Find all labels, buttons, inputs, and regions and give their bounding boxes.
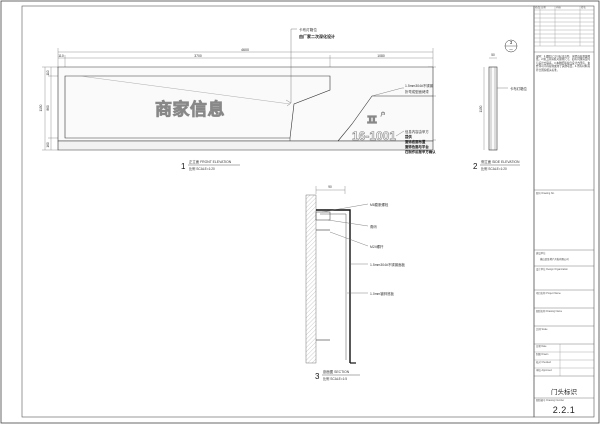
front-title-scale: 比例 SCALE=1:20 [189,166,215,171]
dim-height-bottom: 160 [46,142,50,148]
section-title-text: 剖面图 SECTION [323,369,350,374]
section-marker-top: 3 [510,40,513,45]
light-strip-line [79,75,291,105]
sign-unit-superscript: 户 [380,111,385,118]
callout-note: 面饰底面布置 [405,139,426,144]
sign-base [57,140,434,151]
title-block-grid [534,6,594,399]
section-callout-3: M24螺杆 [370,244,384,249]
dim-seg-middle: 3700 [194,54,202,58]
front-elevation: 4600 110 3700 1080 110 860 160 1150 290 … [39,27,436,171]
dim-height-mid: 860 [46,105,50,111]
callout-light-box: 卡布灯箱位 [299,27,317,32]
checked-label: 校对 Checked [536,361,551,364]
dim-seg-left: 110 [58,54,64,58]
angle-bracket [315,211,331,221]
rev-header-content: 内容 [556,6,561,9]
sign-step-cut [337,95,433,142]
callout-note-2: 面饰色面与平台 [405,144,429,149]
date-label: 日期 Date [536,345,547,348]
sign-unit-glyph: ㅍ [366,112,379,128]
drawing-number: 2.2.1 [552,405,576,415]
section-callout-5: 1.0mm镀锌底板 [370,291,395,296]
section-title-scale: 比例 SCALE=1:5 [323,376,347,381]
side-panel [488,66,498,151]
sign-inner-panel [64,75,331,139]
dim-overall-width: 4600 [241,48,249,52]
side-title-text: 侧立面 SIDE ELEVATION [481,159,520,164]
section-dim-top: 90 [328,185,332,189]
steel-face-panel [316,209,351,363]
section-callout-1: M8膨胀螺栓 [370,202,389,207]
callout-design: 由厂家二次深化设计 [299,33,335,39]
title-block-frame [533,5,595,418]
side-elevation: 3 一 50 1150 卡布灯箱位 2 侧立面 SIDE ELEVATION 比… [473,39,528,171]
drawing-number-label: 图纸编号 Drawing Number [536,399,565,402]
rev-header-sign: 签名 [581,6,586,9]
drawing-no-label: 图号 Drawing No. [536,192,555,195]
side-title-scale: 比例 SCALE=1:20 [481,166,507,171]
rev-header-no: 修改 [535,6,540,9]
dim-height-top: 110 [46,70,50,75]
galvanized-back-plate [320,213,347,360]
design-label: 设计单位 Design Organization [536,268,568,271]
section-view: 90 M8膨胀螺栓 角码 M24螺杆 1.5mm304#不锈钢面板 1.0mm镀… [305,185,405,381]
drawn-label: 制图 Drawn [536,353,549,356]
dim-seg-right: 1080 [377,54,385,58]
rev-header-date: 日期 [541,6,546,9]
approved-label: 审核 Approved [536,369,552,372]
section-marker-bottom: 一 [509,48,513,52]
sign-unit-number: 16-1001 [352,129,396,143]
callout-steel: 1.5mm304#不锈钢 [405,83,434,88]
client-label: 建设单位 [536,252,546,255]
callout-steel-2: 折弯成型面烤漆 [405,89,429,94]
sheet-label: 图纸名称 Drawing Name [536,310,563,313]
section-title-number: 3 [315,372,320,381]
drawing-title: 门头标识 [551,389,577,396]
sign-main-text: 商家信息 [155,99,225,119]
callout-info: 信息内容由甲方 [405,129,429,134]
front-title-number: 1 [181,162,186,171]
dim-total-height: 1150 [39,104,43,111]
front-title-text: 正立面 FRONT ELEVATION [189,159,232,164]
side-callout: 卡布灯箱位 [510,86,528,91]
project-label: 项目名称 Project Name [536,292,561,295]
scale-label: 比例 Scale [536,328,548,331]
client-value: 佛山某某地产开发有限公司 [540,258,569,261]
general-notes: 说明：1.图纸尺寸以标注为准，请勿直接测量图纸。2.施工前请核对现场尺寸，如有问… [536,55,591,72]
callout-info-2: 提供 [405,134,412,139]
callout-note-3: 在制作前报甲方确认 [405,149,436,154]
side-dim-top: 50 [491,53,495,57]
wall-hatch [305,194,317,364]
section-callout-4: 1.5mm304#不锈钢面板 [370,262,405,267]
side-dim-height: 1150 [479,105,483,112]
side-title-number: 2 [473,162,478,171]
section-callout-2: 角码 [370,224,377,229]
